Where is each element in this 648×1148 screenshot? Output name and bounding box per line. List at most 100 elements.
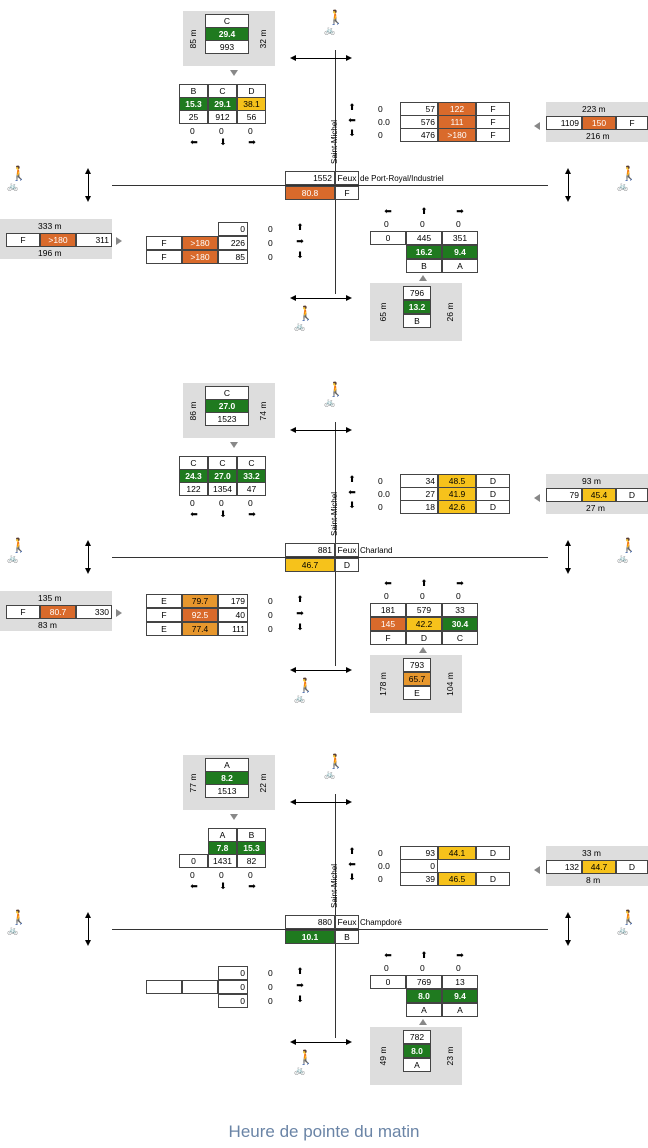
movement-arrow-icon: ⬇ [348,872,356,882]
east-move-delay: 111 [438,115,476,129]
movement-arrow-icon: ⬇ [219,881,227,891]
north-move-delay: 7.8 [208,841,237,855]
west-move-volume: 85 [218,250,248,264]
east-move-ped: 0 [378,874,383,884]
movement-arrow-icon: ⬇ [348,128,356,138]
north-move-los: C [208,84,237,98]
triangle-icon [116,609,122,617]
east-move-delay: 44.1 [438,846,476,860]
north-move-los: C [179,456,208,470]
west-approach-volume: 311 [76,233,112,247]
south-move-ped: 0 [384,219,389,229]
bicycle-icon: 🚲 [294,321,306,331]
south-approach-los: B [403,314,431,328]
north-approach-delay: 29.4 [205,27,249,41]
south-move-los: F [370,631,406,645]
east-move-ped: 0 [378,848,383,858]
west-move-volume: 40 [218,608,248,622]
north-left-queue: 86 m [188,401,198,421]
west-move-ped: 0 [268,252,273,262]
north-move-ped: 0 [219,870,224,880]
east-move-delay: >180 [438,128,476,142]
movement-arrow-icon: ⬇ [296,250,304,260]
south-approach-delay: 13.2 [403,300,431,314]
south-move-delay: 8.0 [406,989,442,1003]
west-approach-volume: 330 [76,605,112,619]
east-move-ped: 0.0 [378,861,390,871]
east-approach-delay: 150 [582,116,616,130]
arrowhead [346,295,352,301]
east-move-los: D [476,487,510,501]
west-move-volume: 0 [218,980,248,994]
south-move-volume: 0 [370,231,406,245]
movement-arrow-icon: ⬇ [296,994,304,1004]
bicycle-icon: 🚲 [617,181,629,191]
south-move-ped: 0 [420,591,425,601]
south-move-volume: 445 [406,231,442,245]
intersection-name: Charland [360,546,393,555]
north-approach-delay: 8.2 [205,771,249,785]
north-move-los: D [237,84,266,98]
east-top-queue: 93 m [582,476,601,486]
movement-arrow-icon: ➡ [296,980,304,990]
movement-arrow-icon: ⬆ [420,578,428,588]
movement-arrow-icon: ⬅ [190,881,198,891]
south-move-volume: 769 [406,975,442,989]
triangle-icon [534,494,540,502]
east-move-delay: 46.5 [438,872,476,886]
south-approach-los: E [403,686,431,700]
center-volume: 880 [285,915,335,929]
south-move-ped: 0 [456,963,461,973]
south-move-ped: 0 [456,219,461,229]
north-move-delay: 15.3 [237,841,266,855]
east-move-los: F [476,128,510,142]
pedestrian-icon: 🚶 [327,381,345,397]
arrowhead [565,912,571,918]
east-bot-queue: 8 m [586,875,601,885]
north-move-ped: 0 [219,498,224,508]
arrowhead [85,540,91,546]
pedestrian-icon: 🚶 [10,537,28,553]
triangle-icon [419,1019,427,1025]
movement-arrow-icon: ⬆ [348,846,356,856]
bicycle-icon: 🚲 [324,397,336,407]
arrowhead [565,940,571,946]
east-move-ped: 0 [378,130,383,140]
north-approach-los: A [205,758,249,772]
north-move-delay: 38.1 [237,97,266,111]
north-right-queue: 22 m [258,773,268,793]
pedestrian-icon: 🚶 [297,677,315,693]
north-move-delay: 33.2 [237,469,266,483]
south-move-volume: 0 [370,975,406,989]
pedestrian-icon: 🚶 [620,909,638,925]
double-arrow-icon [294,58,348,59]
west-move-volume: 179 [218,594,248,608]
east-move-los: D [476,872,510,886]
arrowhead [346,799,352,805]
pedestrian-icon: 🚶 [327,753,345,769]
intersection-name: Champdoré [360,918,402,927]
street-label: Saint-Michel [330,492,339,537]
south-approach-volume: 793 [403,658,431,672]
cross-street-line [112,929,548,930]
south-approach-delay: 65.7 [403,672,431,686]
west-bot-queue: 83 m [38,620,57,630]
arrowhead [565,568,571,574]
south-move-volume: 13 [442,975,478,989]
north-move-volume: 56 [237,110,266,124]
pedestrian-icon: 🚶 [620,537,638,553]
bicycle-icon: 🚲 [324,25,336,35]
movement-arrow-icon: ➡ [248,137,256,147]
west-approach-delay: >180 [40,233,76,247]
west-move-volume: 111 [218,622,248,636]
double-arrow-icon [294,1042,348,1043]
west-move-ped: 0 [268,596,273,606]
north-move-volume: 1431 [208,854,237,868]
arrowhead [85,940,91,946]
west-move-ped: 0 [268,224,273,234]
movement-arrow-icon: ➡ [296,608,304,618]
west-move-volume: 226 [218,236,248,250]
north-move-volume: 912 [208,110,237,124]
feux-label: Feux [335,543,359,557]
north-approach-los: C [205,386,249,400]
